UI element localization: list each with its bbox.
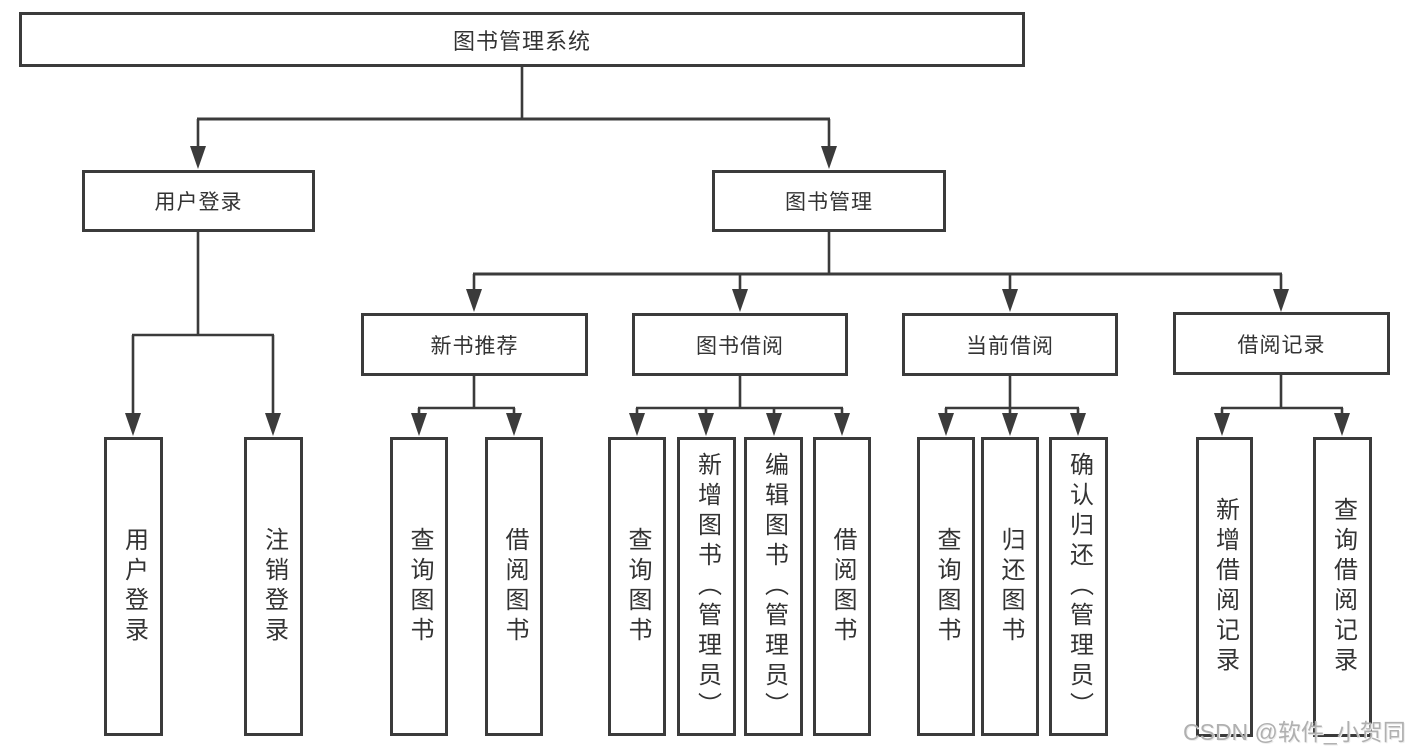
node-borrow-record-label: 借阅记录 xyxy=(1237,333,1326,357)
leaf-rec-query-book: 查询图书 xyxy=(390,437,448,736)
node-book-mgmt-label: 图书管理 xyxy=(785,191,873,214)
leaf-current-query-book-label: 查询图书 xyxy=(933,526,960,647)
leaf-rec-borrow-book: 借阅图书 xyxy=(485,437,543,736)
node-borrow-record: 借阅记录 xyxy=(1173,312,1390,375)
leaf-current-query-book: 查询图书 xyxy=(917,437,975,736)
leaf-record-add: 新增借阅记录 xyxy=(1196,437,1253,737)
node-book-borrow-label: 图书借阅 xyxy=(696,334,784,358)
watermark: CSDN @软件_小贺同学 xyxy=(1183,719,1405,745)
node-new-book-rec-label: 新书推荐 xyxy=(430,334,519,358)
node-book-mgmt: 图书管理 xyxy=(712,170,946,232)
leaf-borrow-add-book-label: 新增图书（管理员） xyxy=(693,451,721,722)
node-user-login-label: 用户登录 xyxy=(154,191,243,214)
leaf-logout: 注销登录 xyxy=(244,437,303,736)
leaf-rec-borrow-book-label: 借阅图书 xyxy=(501,526,528,647)
node-root: 图书管理系统 xyxy=(19,12,1025,67)
leaf-record-add-label: 新增借阅记录 xyxy=(1211,497,1239,677)
leaf-borrow-edit-book: 编辑图书（管理员） xyxy=(744,437,803,736)
node-current-borrow: 当前借阅 xyxy=(902,313,1118,376)
leaf-rec-query-book-label: 查询图书 xyxy=(406,526,433,647)
leaf-current-confirm-return-label: 确认归还（管理员） xyxy=(1065,451,1093,722)
leaf-current-confirm-return: 确认归还（管理员） xyxy=(1049,437,1108,736)
leaf-current-return-book: 归还图书 xyxy=(981,437,1039,736)
node-user-login: 用户登录 xyxy=(82,170,315,232)
leaf-user-login-label: 用户登录 xyxy=(120,526,148,647)
leaf-borrow-query-book-label: 查询图书 xyxy=(624,526,651,647)
leaf-borrow-borrow-book-label: 借阅图书 xyxy=(829,526,856,647)
node-book-borrow: 图书借阅 xyxy=(632,313,848,376)
node-current-borrow-label: 当前借阅 xyxy=(966,334,1054,358)
leaf-user-login: 用户登录 xyxy=(104,437,163,736)
leaf-current-return-book-label: 归还图书 xyxy=(997,526,1024,647)
node-new-book-rec: 新书推荐 xyxy=(361,313,588,376)
leaf-record-query-label: 查询借阅记录 xyxy=(1329,497,1357,677)
leaf-borrow-query-book: 查询图书 xyxy=(608,437,666,736)
node-root-label: 图书管理系统 xyxy=(452,28,591,54)
leaf-record-query: 查询借阅记录 xyxy=(1313,437,1372,737)
leaf-logout-label: 注销登录 xyxy=(260,526,288,647)
leaf-borrow-edit-book-label: 编辑图书（管理员） xyxy=(760,451,788,722)
leaf-borrow-borrow-book: 借阅图书 xyxy=(813,437,871,736)
leaf-borrow-add-book: 新增图书（管理员） xyxy=(677,437,736,736)
